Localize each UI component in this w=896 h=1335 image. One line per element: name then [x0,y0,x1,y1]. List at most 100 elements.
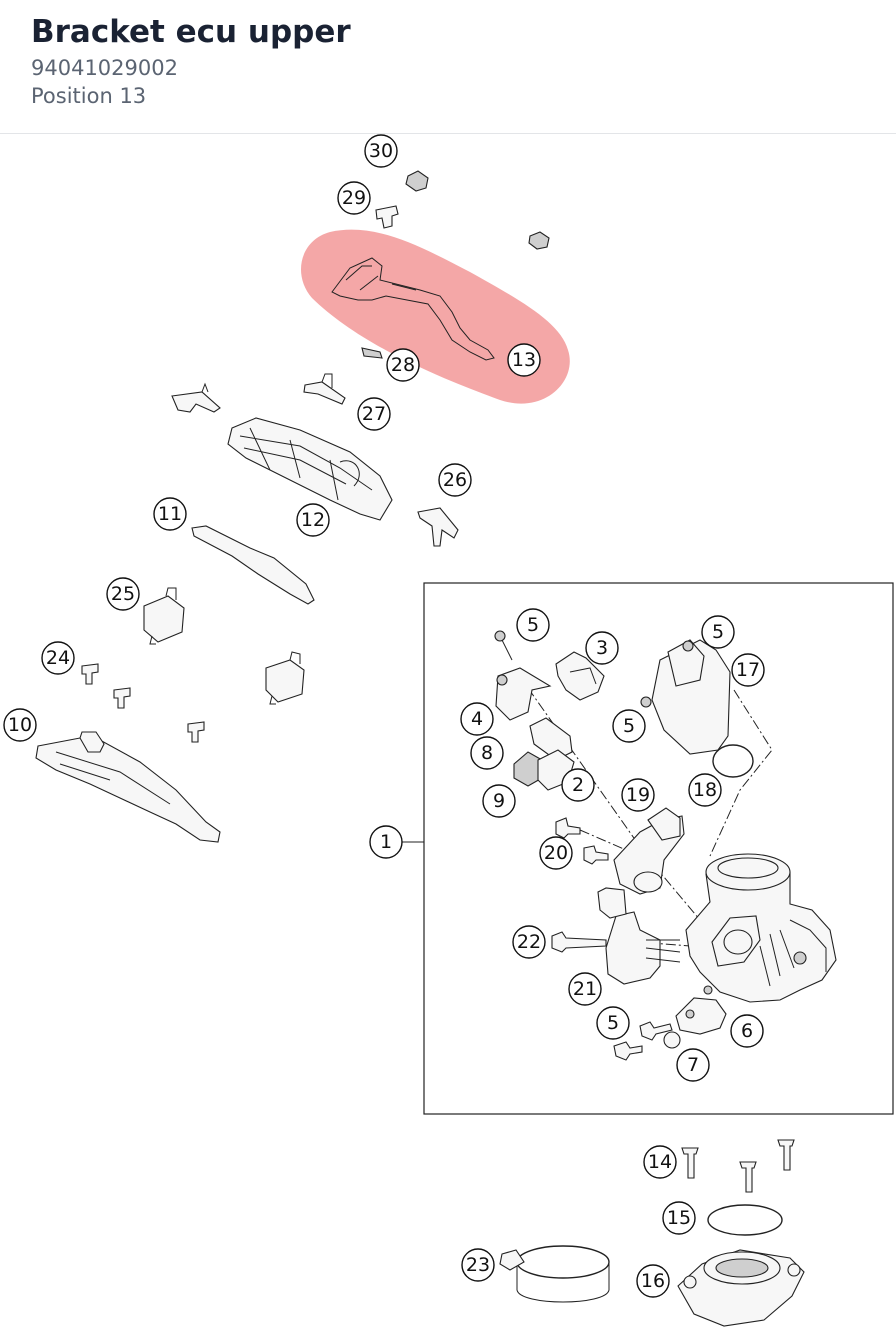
svg-text:21: 21 [573,978,597,1000]
part-30-nut[interactable] [405,170,429,192]
part-nut-secondary[interactable] [528,231,550,250]
callout-10[interactable]: 10 [3,708,37,742]
svg-text:22: 22 [517,931,541,953]
svg-text:16: 16 [641,1270,665,1292]
header: Bracket ecu upper 94041029002 Position 1… [0,0,896,134]
part-4-sensor[interactable] [495,667,552,721]
callout-8[interactable]: 8 [470,736,504,770]
callout-7[interactable]: 7 [676,1048,710,1082]
svg-text:5: 5 [712,621,724,643]
callout-12[interactable]: 12 [296,503,330,537]
svg-text:13: 13 [512,349,536,371]
svg-text:18: 18 [693,779,717,801]
svg-text:27: 27 [362,403,386,425]
page-title: Bracket ecu upper [31,14,351,50]
svg-text:23: 23 [466,1254,490,1276]
part-5-screw-a[interactable] [494,630,513,661]
part-11-plate[interactable] [191,525,315,605]
svg-text:25: 25 [111,583,135,605]
part-5-screws-b[interactable] [613,1021,673,1061]
part-17-idle-motor[interactable] [640,639,731,755]
part-21-map-sensor[interactable] [597,887,681,985]
svg-text:3: 3 [596,637,608,659]
svg-text:1: 1 [380,831,392,853]
callout-30[interactable]: 30 [364,134,398,168]
part-22-screw[interactable] [551,931,607,953]
part-23-hose-clamp[interactable] [499,1245,610,1303]
callout-5-middle[interactable]: 5 [612,709,646,743]
part-16-intake-flange[interactable] [677,1249,805,1327]
part-24-screws[interactable] [81,663,205,743]
svg-text:5: 5 [623,715,635,737]
svg-text:14: 14 [648,1151,672,1173]
callout-18[interactable]: 18 [688,773,722,807]
part-3-clip[interactable] [555,651,605,701]
callout-15[interactable]: 15 [662,1201,696,1235]
callout-5-bottom[interactable]: 5 [596,1006,630,1040]
callout-3[interactable]: 3 [585,631,619,665]
part-8-injector[interactable] [529,717,573,761]
callout-2[interactable]: 2 [561,768,595,802]
callout-16[interactable]: 16 [636,1264,670,1298]
callout-4[interactable]: 4 [460,702,494,736]
svg-text:11: 11 [158,503,182,525]
part-7-cap[interactable] [663,1031,681,1049]
callout-20[interactable]: 20 [539,836,573,870]
callout-14[interactable]: 14 [643,1145,677,1179]
svg-text:19: 19 [626,784,650,806]
position-label: Position 13 [31,84,147,108]
svg-text:2: 2 [572,774,584,796]
selected-part-highlight [300,229,570,404]
svg-text:26: 26 [443,469,467,491]
callout-28[interactable]: 28 [386,348,420,382]
callout-29[interactable]: 29 [337,181,371,215]
part-6-flange[interactable] [675,997,727,1035]
part-20-screws[interactable] [555,817,609,865]
svg-text:5: 5 [527,614,539,636]
callout-27[interactable]: 27 [357,397,391,431]
part-13-bracket[interactable] [331,257,495,361]
callout-23[interactable]: 23 [461,1248,495,1282]
throttle-body-assembly-frame [423,582,894,1115]
callout-1[interactable]: 1 [369,825,403,859]
callout-9[interactable]: 9 [482,784,516,818]
callout-19[interactable]: 19 [621,778,655,812]
svg-text:12: 12 [301,509,325,531]
callout-22[interactable]: 22 [512,925,546,959]
svg-text:7: 7 [687,1054,699,1076]
callout-21[interactable]: 21 [568,972,602,1006]
callout-11[interactable]: 11 [153,497,187,531]
callout-17[interactable]: 17 [731,653,765,687]
part-26-bracket[interactable] [417,507,459,547]
part-28-clip[interactable] [361,347,383,359]
part-damper-right[interactable] [265,651,305,705]
svg-text:9: 9 [493,790,505,812]
part-12-ecu-housing[interactable] [227,417,393,521]
svg-text:30: 30 [369,140,393,162]
part-14-screws[interactable] [681,1139,795,1193]
part-29-screw[interactable] [375,205,399,229]
callout-25[interactable]: 25 [106,577,140,611]
svg-text:17: 17 [736,659,760,681]
svg-text:28: 28 [391,354,415,376]
part-10-lower-bracket[interactable] [35,731,221,843]
svg-text:20: 20 [544,842,568,864]
part-1-throttle-body[interactable] [685,853,837,1003]
svg-text:10: 10 [8,714,32,736]
callout-26[interactable]: 26 [438,463,472,497]
callout-5-top-right[interactable]: 5 [701,615,735,649]
part-19-sensor[interactable] [613,807,685,895]
svg-text:15: 15 [667,1207,691,1229]
part-clip-left[interactable] [171,382,221,413]
part-18-o-ring[interactable] [712,744,754,778]
callout-13[interactable]: 13 [507,343,541,377]
svg-text:8: 8 [481,742,493,764]
part-15-o-ring[interactable] [707,1204,783,1236]
callout-6[interactable]: 6 [730,1014,764,1048]
callout-5-top-left[interactable]: 5 [516,608,550,642]
part-25-damper[interactable] [143,587,185,645]
svg-text:6: 6 [741,1020,753,1042]
part-27-bracket[interactable] [303,373,346,405]
callout-24[interactable]: 24 [41,641,75,675]
